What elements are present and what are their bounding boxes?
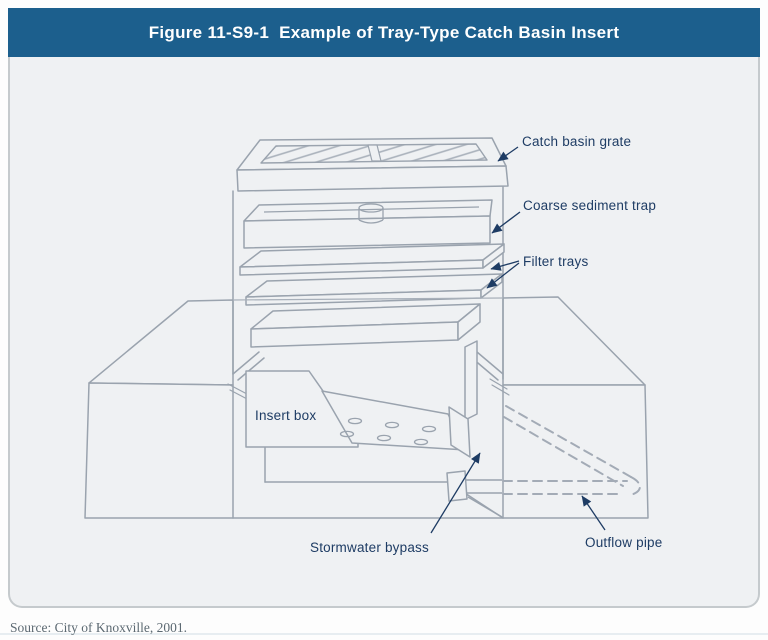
source-citation: Source: City of Knoxville, 2001. [10, 620, 187, 635]
arrow-stormwater-bypass [430, 452, 481, 534]
filter-tray-1 [239, 243, 505, 276]
insert-frame [227, 186, 510, 401]
left-concrete-block [84, 299, 234, 519]
insert-box-body [245, 340, 503, 518]
label-insert-box: Insert box [255, 408, 316, 423]
bypass-flange [448, 406, 471, 458]
figure-title: Figure 11-S9-1 Example of Tray-Type Catc… [148, 22, 620, 42]
figure-title-bar: Figure 11-S9-1 Example of Tray-Type Catc… [8, 8, 760, 57]
label-outflow-pipe: Outflow pipe [585, 535, 662, 550]
label-catch-basin-grate: Catch basin grate [522, 134, 631, 149]
right-rim-ledge [489, 378, 510, 396]
label-coarse-sediment-trap: Coarse sediment trap [523, 198, 656, 213]
arrow-filter-tray-lower [486, 262, 520, 289]
overflow-riser [358, 203, 384, 224]
arrow-catch-basin-grate [497, 146, 519, 162]
basin-back-edge [232, 297, 504, 301]
grate-lid [236, 137, 509, 192]
arrow-filter-tray-upper [490, 260, 520, 271]
bottom-rule [0, 633, 768, 635]
right-concrete-block [502, 296, 649, 519]
arrow-coarse-sediment-trap [491, 211, 521, 234]
left-support-bracket [232, 351, 265, 381]
filter-tray-2 [245, 273, 503, 306]
label-stormwater-bypass: Stormwater bypass [310, 540, 429, 555]
outlet-connector [446, 470, 468, 502]
grate-center-divider [367, 144, 382, 162]
outflow-pipe-hidden [502, 405, 641, 496]
insert-box-right-wall [464, 340, 478, 421]
concrete-basin [84, 296, 649, 519]
arrow-outflow-pipe [581, 495, 606, 531]
coarse-sediment-trap-tray [243, 199, 493, 249]
bottom-tray [250, 303, 481, 348]
annotations: Catch basin grate Coarse sediment trap F… [255, 134, 662, 555]
plate-holes [339, 417, 437, 446]
label-filter-trays: Filter trays [523, 254, 588, 269]
